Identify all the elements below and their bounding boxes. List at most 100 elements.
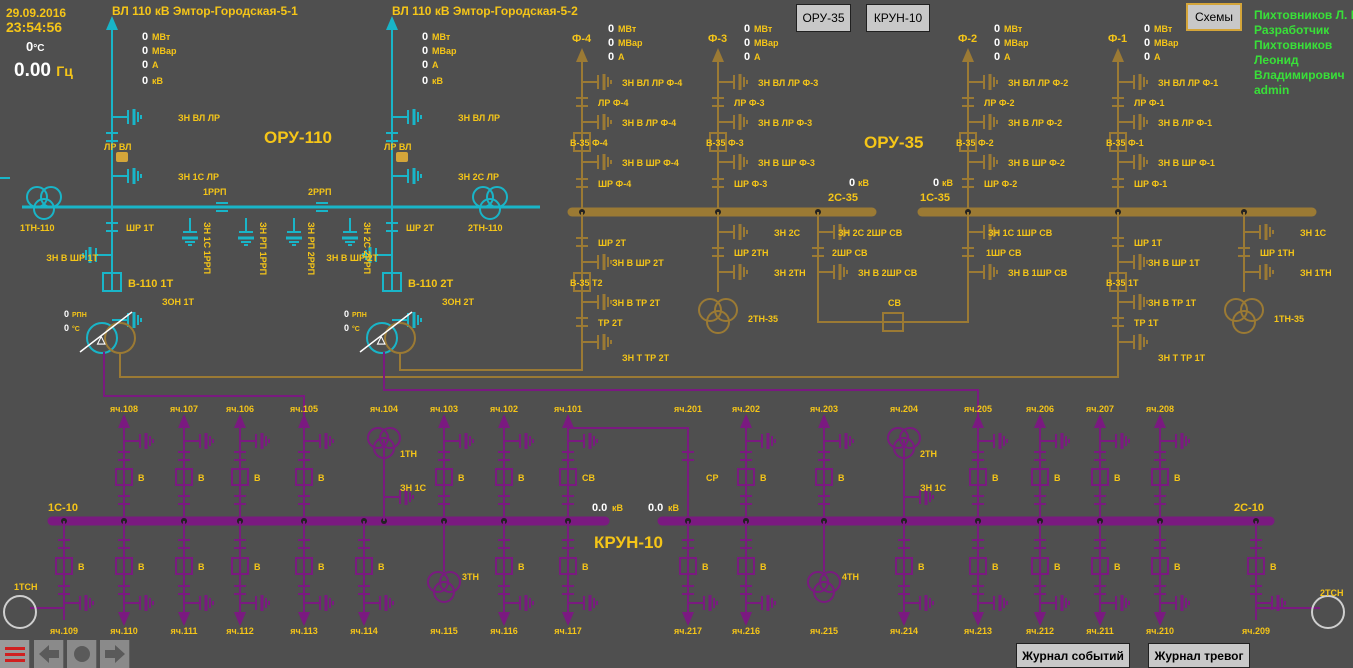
lock-icon [396,152,408,162]
label: ЛР Ф-2 [984,98,1015,108]
cell-arrow-icon [298,612,310,626]
menu-button[interactable] [0,640,30,668]
events-log-button[interactable]: Журнал событий [1016,643,1130,668]
measure-value: 0 [744,23,750,35]
label: В [198,562,205,572]
time-readout: 23:54:56 [6,19,63,35]
cell-label: яч.103 [430,404,458,414]
cell-arrow-icon [562,612,574,626]
oru35-button[interactable]: ОРУ-35 [796,4,851,32]
cell-label: яч.217 [674,626,702,636]
breaker [115,557,133,575]
label: В [518,473,525,483]
label: ЗН В ШР 1Т [46,253,98,263]
measure-value: 0 [422,59,428,71]
forward-button[interactable] [100,640,130,668]
breaker [882,312,904,332]
back-button[interactable] [34,640,64,668]
measure-unit: кВ [152,76,164,86]
cell-label: яч.212 [1026,626,1054,636]
measure-value: 0 [422,45,428,57]
measure-unit: МВт [432,32,451,42]
sv-wire [817,212,969,323]
label: В [138,562,145,572]
breaker [175,557,193,575]
label: ТР 1Т [1134,318,1159,328]
breaker [959,132,977,152]
feeder-arrow-icon [712,48,724,62]
label: В [1114,562,1121,572]
label: 4ТН [842,572,859,582]
breaker [1151,557,1169,575]
label: кВ [858,178,870,188]
rpn-value: 0 [344,309,349,319]
breaker [679,557,697,575]
label: В [1114,473,1121,483]
cell-arrow-icon [1154,612,1166,626]
label: СВ [888,298,901,308]
label: ЗН ВЛ ЛР Ф-4 [622,78,682,88]
feeder-title: Ф-4 [572,33,592,45]
breaker [231,468,249,486]
breaker [115,468,133,486]
schemes-button[interactable]: Схемы [1186,3,1242,31]
home-button[interactable] [67,640,97,668]
label: В [1270,562,1277,572]
measure-value: 0 [608,51,614,63]
breaker [231,557,249,575]
measure-unit: А [754,52,761,62]
cell-label: яч.211 [1086,626,1114,636]
breaker [737,557,755,575]
measure-value: 0 [744,51,750,63]
krun10-title: КРУН-10 [594,533,663,552]
cell-label: яч.115 [430,626,458,636]
measure-value: 0 [142,75,148,87]
cell-arrow-icon [358,612,370,626]
measure-value: 0 [994,51,1000,63]
cell-arrow-icon [562,414,574,428]
cell-label: яч.105 [290,404,318,414]
cell-arrow-icon [498,414,510,428]
measure-unit: МВт [618,24,637,34]
label: ЗН В ШР 2Т [326,253,378,263]
label: В-110 1Т [128,278,174,290]
breaker [1091,468,1109,486]
temp-value: 0 [64,323,69,333]
label: В [198,473,205,483]
cell-label: яч.106 [226,404,254,414]
cell-label: яч.108 [110,404,138,414]
tr-to-35-wire [399,352,583,371]
cell-arrow-icon [740,612,752,626]
transformer-winding [893,437,915,459]
measure-value: 0 [142,45,148,57]
temperature-readout: 0°C [26,40,44,56]
label: ШР Ф-1 [1134,179,1167,189]
transformer-winding [366,322,398,354]
transformer-winding [813,581,835,603]
measure-unit: МВар [1154,38,1179,48]
breaker [495,468,513,486]
label: ЗН РП 2РРП [306,222,316,275]
label: 2ТН-35 [748,314,778,324]
label: 1ТН-110 [20,223,55,233]
cell-label: яч.104 [370,404,398,414]
transformer-winding [40,186,62,208]
label: ЗН 1ТН [1300,268,1332,278]
label: ЗН 2С 2РРП [362,222,372,274]
breaker [295,468,313,486]
cell-label: яч.109 [50,626,78,636]
label: ЗН 1С [1300,228,1327,238]
cell-label: яч.112 [226,626,254,636]
label: ЗН В ШР Ф-1 [1158,158,1215,168]
feeder-arrow-icon [962,48,974,62]
alarms-log-button[interactable]: Журнал тревог [1148,643,1250,668]
transformer-winding [706,310,730,334]
rpn-value: 0 [64,309,69,319]
transformer-winding [433,581,455,603]
label: ЗН ВЛ ЛР [178,113,220,123]
bus-name: 1С-35 [920,192,950,204]
cell-label: яч.208 [1146,404,1174,414]
measure-unit: МВар [1004,38,1029,48]
krun10-button[interactable]: КРУН-10 [866,4,930,32]
label: ЗН 1С 1ШР СВ [988,228,1053,238]
